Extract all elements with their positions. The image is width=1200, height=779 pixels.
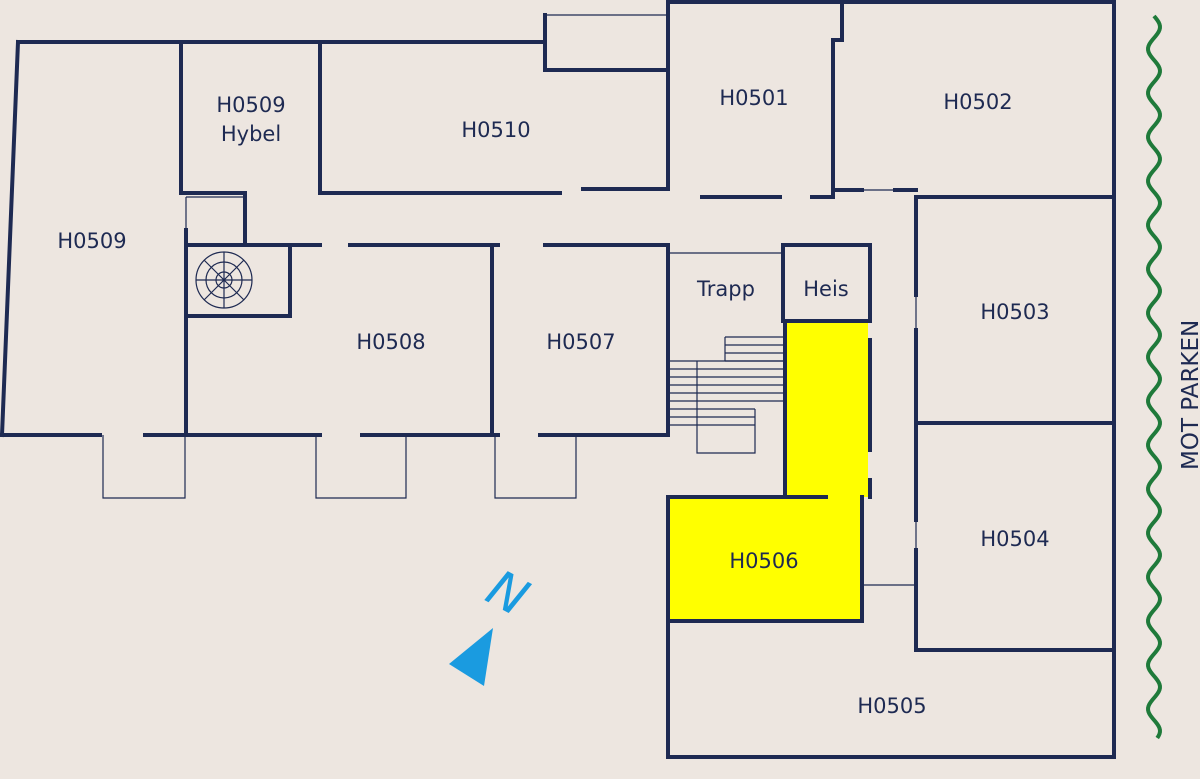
room-label-trapp: Trapp: [696, 277, 755, 301]
room-label-h0509-hybel-sub: Hybel: [221, 122, 281, 146]
room-label-h0505: H0505: [857, 694, 926, 718]
park-boundary-line: [1146, 14, 1162, 740]
room-label-h0504: H0504: [980, 527, 1049, 551]
room-label-h0509: H0509: [57, 229, 126, 253]
room-label-h0507: H0507: [546, 330, 615, 354]
compass-letter: N: [478, 559, 538, 628]
thin-details: [102, 14, 917, 586]
stairs: [670, 336, 783, 454]
north-compass: N: [449, 559, 538, 686]
room-label-h0509-hybel-code: H0509: [216, 93, 285, 117]
walls: [0, 0, 1116, 759]
room-label-h0510: H0510: [461, 118, 530, 142]
room-label-h0503: H0503: [980, 300, 1049, 324]
room-label-h0502: H0502: [943, 90, 1012, 114]
room-label-h0501: H0501: [719, 86, 788, 110]
room-label-heis: Heis: [803, 277, 849, 301]
ventilation-fan-icon: [195, 251, 253, 309]
room-label-h0508: H0508: [356, 330, 425, 354]
highlighted-room-h0506[interactable]: [670, 323, 868, 621]
room-label-h0506: H0506: [729, 549, 798, 573]
side-label-mot-parken: MOT PARKEN: [1178, 320, 1200, 470]
compass-arrow-icon: [449, 628, 493, 686]
